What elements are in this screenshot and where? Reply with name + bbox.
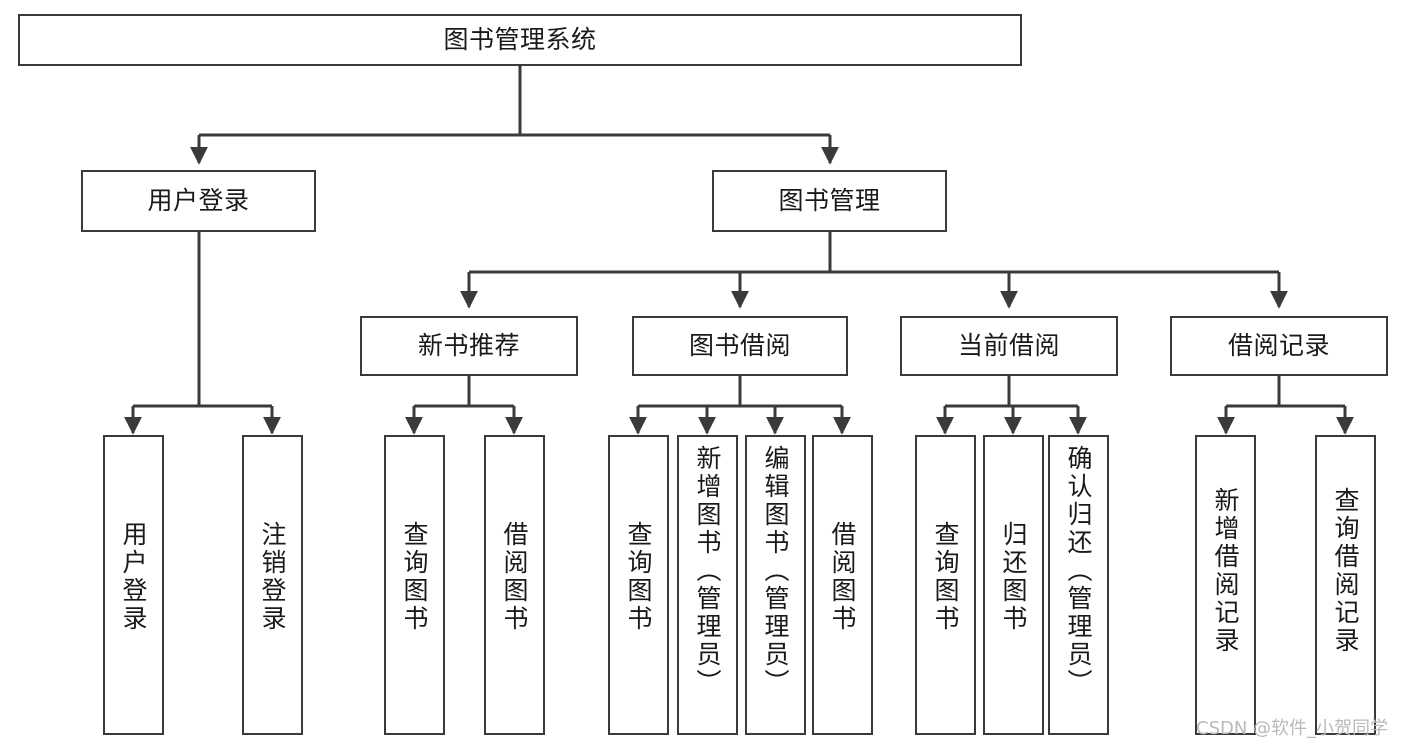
node-leaf-query-book-borrow[interactable]: 查询图书 [608, 435, 669, 735]
node-leaf-logout[interactable]: 注销登录 [242, 435, 303, 735]
node-label: 当前借阅 [957, 331, 1060, 361]
node-label: 新增借阅记录 [1211, 487, 1240, 655]
csdn-watermark: CSDN @软件_小贺同学 [1196, 718, 1389, 739]
node-label: 新增图书（管理员） [693, 445, 722, 697]
node-leaf-borrow-book[interactable]: 借阅图书 [812, 435, 873, 735]
node-label: 查询图书 [624, 521, 653, 633]
node-leaf-edit-book-admin[interactable]: 编辑图书（管理员） [745, 435, 806, 735]
node-current-borrow[interactable]: 当前借阅 [900, 316, 1118, 376]
node-label: 查询图书 [931, 521, 960, 633]
node-label: 借阅图书 [500, 521, 529, 633]
node-label: 查询借阅记录 [1331, 487, 1360, 655]
node-leaf-query-borrow-record[interactable]: 查询借阅记录 [1315, 435, 1376, 735]
node-book-management[interactable]: 图书管理 [712, 170, 947, 232]
node-label: 查询图书 [400, 521, 429, 633]
node-leaf-add-book-admin[interactable]: 新增图书（管理员） [677, 435, 738, 735]
node-label: 新书推荐 [417, 331, 520, 361]
node-book-borrow[interactable]: 图书借阅 [632, 316, 848, 376]
node-root-system[interactable]: 图书管理系统 [18, 14, 1022, 66]
node-label: 图书管理系统 [443, 25, 597, 55]
node-leaf-borrow-book-recommend[interactable]: 借阅图书 [484, 435, 545, 735]
node-leaf-user-login[interactable]: 用户登录 [103, 435, 164, 735]
node-label: 图书借阅 [688, 331, 791, 361]
node-label: 借阅记录 [1227, 331, 1330, 361]
node-leaf-query-book-recommend[interactable]: 查询图书 [384, 435, 445, 735]
node-label: 图书管理 [778, 186, 881, 216]
node-leaf-confirm-return-admin[interactable]: 确认归还（管理员） [1048, 435, 1109, 735]
node-label: 用户登录 [147, 186, 250, 216]
node-label: 用户登录 [119, 521, 148, 633]
node-label: 注销登录 [258, 521, 287, 633]
node-leaf-return-book[interactable]: 归还图书 [983, 435, 1044, 735]
node-borrow-record[interactable]: 借阅记录 [1170, 316, 1388, 376]
node-user-login[interactable]: 用户登录 [81, 170, 316, 232]
node-label: 确认归还（管理员） [1064, 445, 1093, 697]
node-leaf-query-book-current[interactable]: 查询图书 [915, 435, 976, 735]
node-label: 编辑图书（管理员） [761, 445, 790, 697]
node-label: 借阅图书 [828, 521, 857, 633]
node-label: 归还图书 [999, 521, 1028, 633]
node-leaf-add-borrow-record[interactable]: 新增借阅记录 [1195, 435, 1256, 735]
node-new-book-recommend[interactable]: 新书推荐 [360, 316, 578, 376]
